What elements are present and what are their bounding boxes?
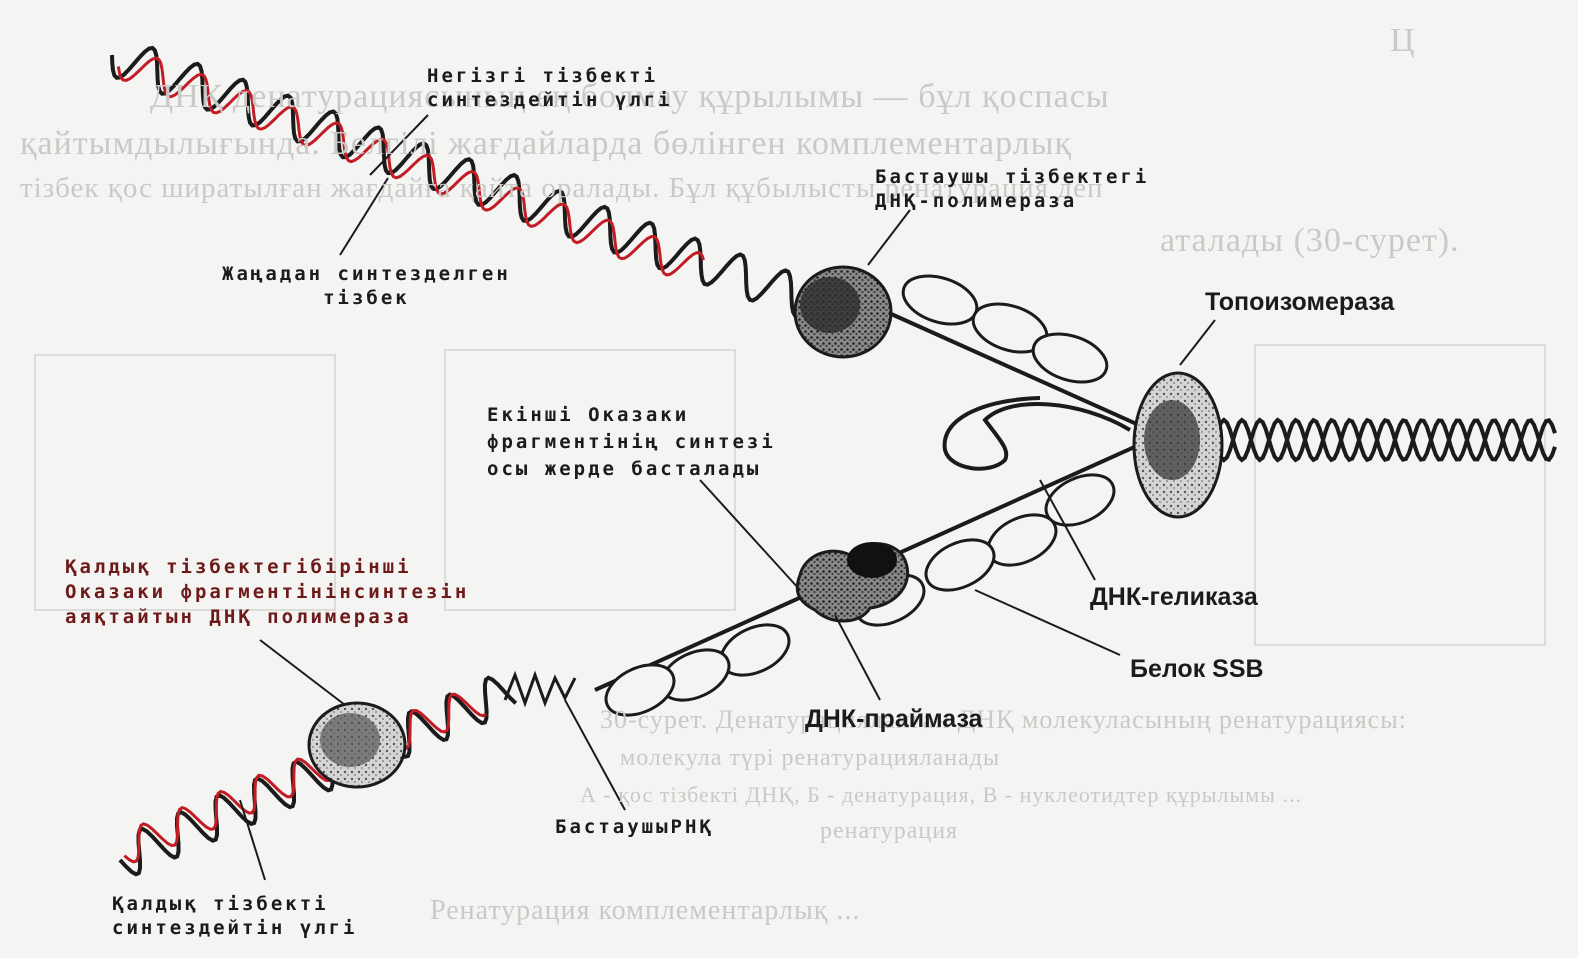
bg-line-4: аталады (30-сурет).: [1160, 222, 1460, 260]
label-leading-template: Негізгі тізбекті синтездейтін үлгі: [427, 64, 672, 112]
label-ssb: Белок SSB: [1130, 655, 1264, 684]
label-primase: ДНК-праймаза: [805, 705, 982, 734]
label-lagging-template: Қалдық тізбекті синтездейтін үлгі: [112, 892, 357, 940]
label-primer-rna: БастаушыРНҚ: [555, 815, 714, 839]
label-helicase: ДНК-геликаза: [1090, 583, 1258, 612]
label-lagging-polymerase: Қалдық тізбектегібірінші Оказаки фрагмен…: [65, 555, 469, 630]
bg-line-6: молекула түрі ренатурацияланады: [620, 745, 1000, 772]
topoisomerase-core: [1144, 400, 1200, 480]
bg-line-7: А - қос тізбекті ДНҚ, Б - денатурация, В…: [580, 782, 1302, 808]
label-leading-polymerase: Бастаушы тізбектегі ДНҚ-полимераза: [875, 165, 1149, 213]
bg-line-0: Ц: [1390, 22, 1416, 60]
bg-line-2: қайтымдылығында. Белгілі жағдайларда бөл…: [20, 125, 1072, 163]
label-topoisomerase: Топоизомераза: [1205, 288, 1394, 317]
lagging-new-strand: [124, 694, 485, 862]
leading-dna-polymerase-shade: [800, 277, 860, 333]
bg-line-9: Ренатурация комплементарлық ...: [430, 895, 860, 927]
bg-line-8: ренатурация: [820, 818, 958, 845]
label-new-strand: Жаңадан синтезделген тізбек: [222, 262, 511, 310]
primer-rna: [505, 675, 575, 703]
dna-primase-shade: [847, 542, 897, 578]
label-second-okazaki: Екінші Оказаки фрагментінің синтезі осы …: [487, 402, 776, 483]
lagging-dna-polymerase-shade: [320, 713, 380, 767]
bg-line-5: 30-сурет. Денатурацияланған ДНҚ молекула…: [600, 705, 1407, 735]
